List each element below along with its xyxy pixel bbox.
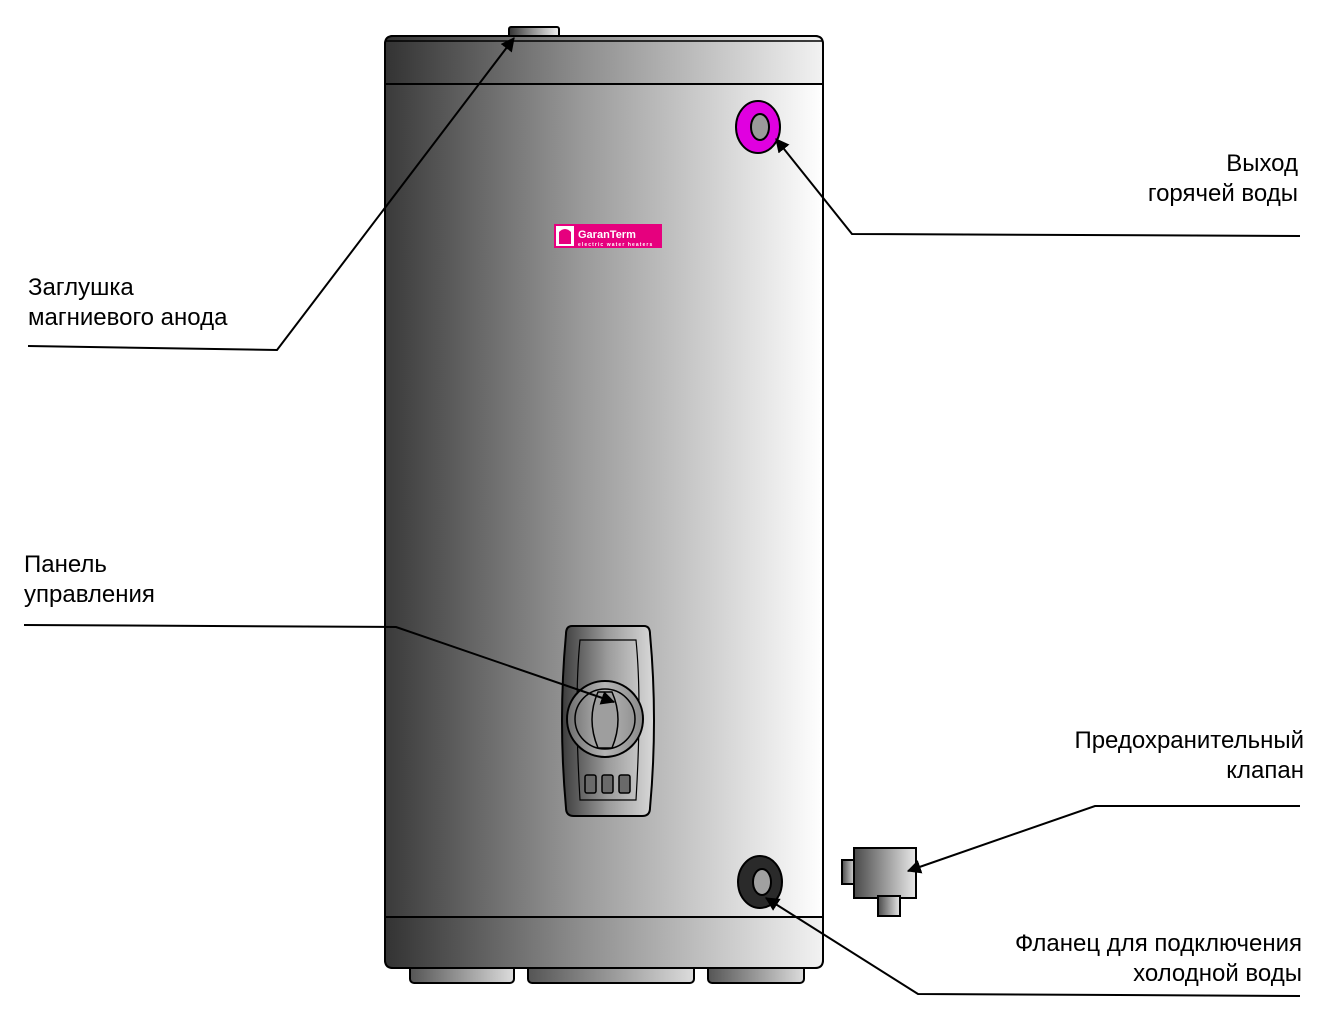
valve-bottom-port	[877, 895, 901, 917]
cold-inlet-pipe	[752, 868, 772, 896]
label-line: холодной воды	[1133, 960, 1302, 987]
leader-cold-flange	[765, 897, 1301, 997]
indicator-light	[601, 774, 614, 794]
safety-valve	[841, 847, 917, 917]
label-line: Предохранительный	[1074, 727, 1304, 754]
knob-grip[interactable]	[591, 691, 619, 749]
brand-logo: GaranTerm electric water heaters	[554, 224, 662, 248]
leader-hot-outlet	[775, 138, 1301, 237]
label-line: клапан	[1226, 757, 1304, 784]
leader-lines	[23, 37, 1301, 997]
indicator-light	[618, 774, 631, 794]
knob-inner[interactable]	[574, 688, 636, 750]
hot-outlet-pipe	[750, 113, 770, 141]
indicator-light	[584, 774, 597, 794]
label-anode-cap: Заглушка магниевого анода	[28, 273, 227, 333]
label-line: Выход	[1226, 150, 1298, 177]
tank-body	[384, 35, 824, 969]
leader-safety-valve	[906, 805, 1300, 874]
tank	[384, 35, 824, 969]
label-control-panel: Панель управления	[24, 550, 155, 610]
top-band	[384, 35, 824, 85]
label-line: Фланец для подключения	[1014, 930, 1302, 957]
valve-body	[853, 847, 917, 899]
label-hot-outlet: Выход горячей воды	[1148, 149, 1298, 209]
leader-control-panel	[23, 624, 616, 705]
cold-water-inlet	[737, 855, 783, 909]
label-line: Панель	[24, 551, 107, 578]
leader-anode-cap	[27, 37, 515, 352]
control-panel-inner	[576, 639, 640, 801]
thermostat-knob[interactable]	[566, 680, 644, 758]
indicator-lights	[584, 774, 631, 794]
logo-tagline: electric water heaters	[578, 242, 653, 248]
control-panel	[561, 625, 655, 817]
label-safety-valve: Предохранительный клапан	[1074, 726, 1304, 786]
bottom-band	[384, 916, 824, 969]
label-line: Заглушка	[28, 274, 134, 301]
logo-emblem-shape	[559, 229, 571, 244]
hot-water-outlet	[735, 100, 781, 154]
logo-name: GaranTerm	[578, 229, 636, 241]
label-line: управления	[24, 581, 155, 608]
label-line: горячей воды	[1147, 180, 1298, 207]
label-line: магниевого анода	[28, 304, 228, 331]
label-cold-flange: Фланец для подключения холодной воды	[1015, 929, 1302, 989]
